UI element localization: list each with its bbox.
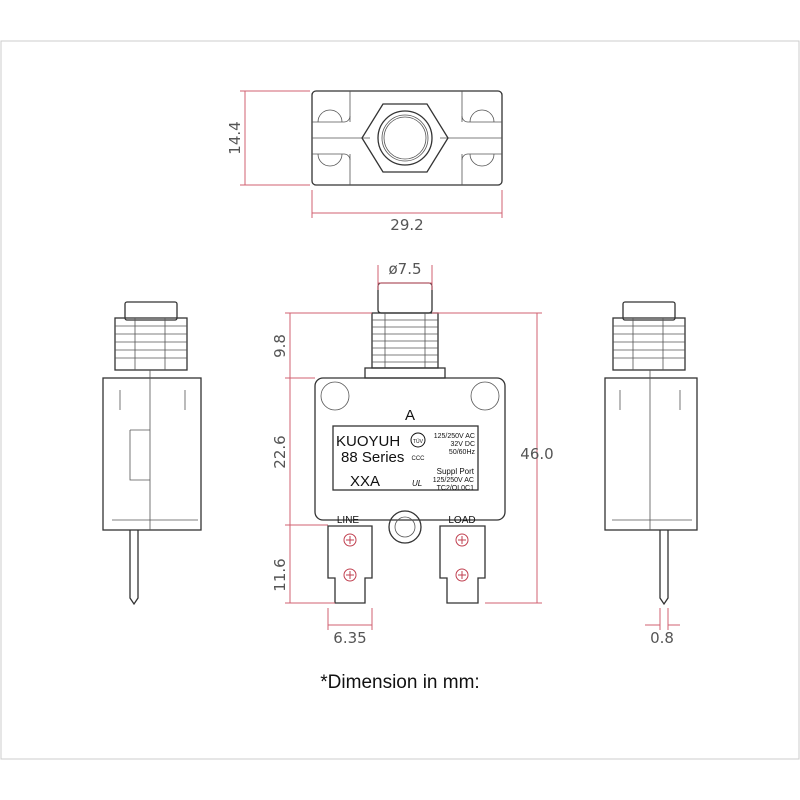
cert-line2: TC2/OL0C1 [437, 485, 474, 492]
front-view: A KUOYUH TÜV 88 Series CCC 125/250V AC 3… [314, 282, 506, 604]
dim-body-height: 22.6 [271, 435, 289, 468]
dimension-note: *Dimension in mm: [320, 672, 480, 693]
series-text: 88 Series [341, 449, 404, 466]
dim-button-diameter: ø7.5 [388, 260, 421, 278]
terminal-line-label: LINE [337, 515, 360, 526]
right-side-view: 0.8 [604, 301, 698, 647]
cert-line1: 125/250V AC [433, 477, 474, 484]
ccc-mark: CCC [412, 456, 426, 462]
dim-terminal-width: 6.35 [333, 629, 366, 647]
brand-text: KUOYUH [336, 433, 400, 450]
cert-title: Suppl Port [437, 467, 475, 476]
dim-width-top: 29.2 [390, 216, 423, 234]
spec-hz: 50/60Hz [449, 449, 476, 456]
rating-letter: A [405, 407, 415, 424]
spec-ac: 125/250V AC [434, 433, 475, 440]
top-view [311, 90, 503, 186]
frame [0, 40, 800, 760]
tuv-mark: TÜV [413, 438, 424, 445]
front-dimensions: 9.8 22.6 11.6 46.0 ø7.5 6.35 [271, 260, 554, 647]
terminal-load-label: LOAD [448, 515, 475, 526]
dim-total-height: 46.0 [520, 445, 553, 463]
dim-button-height: 9.8 [271, 334, 289, 358]
current-rating: XXA [350, 473, 380, 490]
dim-height-top: 14.4 [226, 121, 244, 154]
top-dimensions: 14.4 29.2 [226, 90, 503, 234]
dim-terminal-height: 11.6 [271, 558, 289, 591]
spec-dc: 32V DC [450, 441, 475, 448]
left-side-view [102, 301, 202, 606]
ul-mark: UL [412, 479, 422, 488]
dim-terminal-thickness: 0.8 [650, 629, 674, 647]
